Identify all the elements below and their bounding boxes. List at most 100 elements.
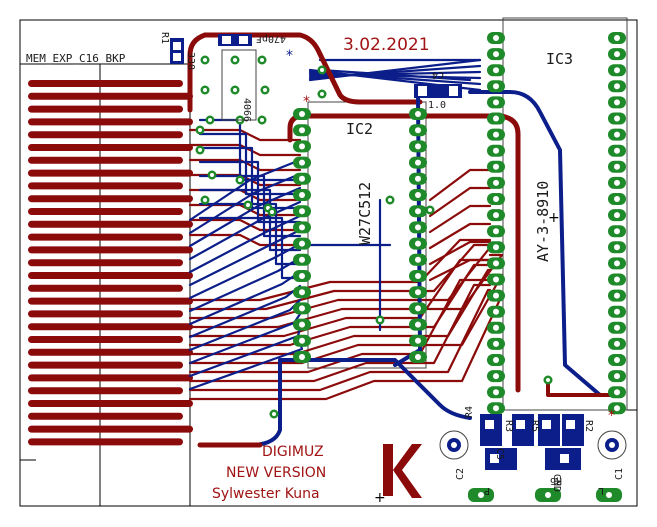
pad — [293, 140, 311, 153]
via — [267, 207, 277, 217]
smd-components — [170, 34, 627, 502]
via — [195, 145, 205, 155]
pad — [409, 302, 427, 315]
pad — [608, 241, 626, 254]
p-label: P — [484, 485, 490, 496]
c3-value: 470pF — [256, 33, 286, 44]
pad — [487, 241, 505, 254]
via — [269, 409, 279, 419]
edge-finger — [28, 438, 183, 446]
ic3-label: IC3 — [546, 50, 573, 68]
pad — [409, 140, 427, 153]
pad — [487, 209, 505, 222]
edge-finger — [28, 400, 193, 407]
pad — [608, 32, 626, 44]
l-label: L — [598, 485, 604, 496]
edge-finger — [28, 220, 193, 228]
ic3-part-label: AY-3-8910 — [534, 181, 552, 262]
pad — [608, 144, 626, 157]
pad — [487, 321, 505, 334]
via — [425, 205, 435, 215]
pad — [487, 64, 505, 77]
ic2-part-label: W27C512 — [356, 182, 374, 245]
pad — [487, 386, 505, 399]
pad — [487, 193, 505, 205]
edge-finger — [28, 284, 183, 292]
pad — [608, 193, 626, 205]
markers: * * * + + — [286, 48, 615, 506]
pad — [409, 318, 427, 331]
c4-value: 1.0 — [428, 100, 446, 111]
pad — [608, 225, 626, 238]
edge-finger — [28, 105, 183, 113]
via — [543, 375, 553, 385]
pad — [487, 289, 505, 302]
via — [317, 65, 327, 75]
pad — [608, 257, 626, 270]
via — [230, 55, 240, 65]
pad — [293, 237, 311, 250]
pad — [409, 270, 427, 282]
edge-finger — [28, 323, 193, 331]
c4-label: C4 — [432, 69, 444, 80]
edge-finger — [28, 272, 193, 279]
edge-finger — [28, 182, 183, 190]
chip-4066-label: 4066 — [241, 98, 252, 122]
pad — [487, 402, 505, 415]
pad — [608, 64, 626, 77]
gnd-label: GND — [551, 474, 562, 492]
pad — [293, 108, 311, 120]
via — [200, 55, 210, 65]
pad — [409, 237, 427, 250]
via — [207, 170, 217, 180]
svg-text:+: + — [548, 210, 560, 226]
c2-label: C2 — [455, 468, 466, 480]
edge-finger — [28, 387, 183, 395]
pad — [293, 156, 311, 169]
edge-finger — [28, 374, 193, 382]
r6-label: R6 — [550, 475, 562, 486]
pad — [608, 209, 626, 222]
pad — [487, 48, 505, 61]
via — [385, 195, 395, 205]
pad — [293, 334, 311, 347]
via — [200, 85, 210, 95]
edge-finger — [28, 348, 193, 356]
pad — [487, 80, 505, 93]
pad — [608, 354, 626, 366]
c5-label: C5 — [494, 448, 505, 460]
pad — [487, 32, 505, 44]
pad — [487, 112, 505, 125]
edge-finger — [28, 169, 193, 177]
via — [230, 85, 240, 95]
pad — [487, 160, 505, 173]
pad — [608, 370, 626, 383]
via — [195, 125, 205, 135]
pad — [608, 402, 626, 415]
pad — [409, 172, 427, 185]
via — [200, 195, 210, 205]
via — [243, 200, 253, 210]
edge-finger — [28, 118, 193, 126]
c1-label: C1 — [614, 468, 625, 480]
connector-label: MEM_EXP_C16_BKP — [26, 52, 126, 65]
pad — [608, 112, 626, 125]
chip-4066 — [221, 49, 257, 121]
edge-finger — [28, 336, 183, 343]
via — [375, 315, 385, 325]
ks-logo — [383, 444, 422, 498]
date-label: 3.02.2021 — [343, 35, 430, 55]
pad — [608, 48, 626, 61]
edge-finger — [28, 310, 183, 318]
svg-text:+: + — [374, 490, 386, 506]
pad — [409, 286, 427, 299]
pad — [608, 160, 626, 173]
r1-value: 330 — [185, 52, 196, 70]
ic-pads — [293, 32, 626, 415]
pad — [487, 354, 505, 366]
pad — [608, 176, 626, 189]
credit-new-version: NEW VERSION — [226, 465, 326, 481]
edge-finger — [28, 208, 183, 215]
via — [317, 89, 327, 99]
